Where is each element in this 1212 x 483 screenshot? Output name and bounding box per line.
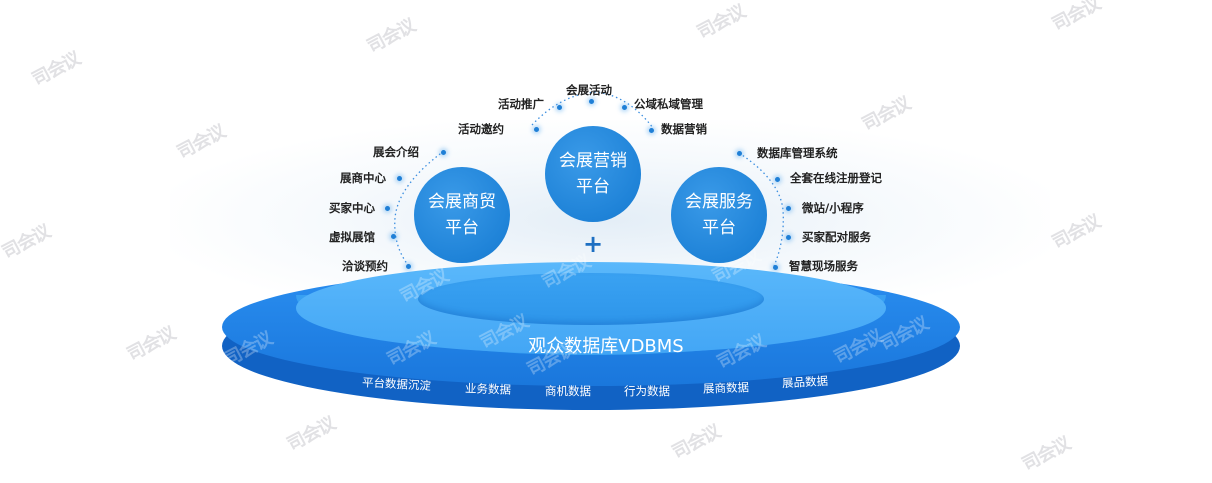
plus-icon: + <box>583 230 604 258</box>
inner-disk <box>418 273 764 325</box>
trade-item-label: 买家中心 <box>329 201 375 215</box>
bullet-dot <box>786 206 791 211</box>
bullet-dot <box>385 206 390 211</box>
trade-platform-subtitle: 平台 <box>445 218 479 238</box>
marketing-item-label: 数据营销 <box>661 122 707 136</box>
service-platform-circle: 会展服务 平台 <box>671 167 767 263</box>
marketing-platform-title: 会展营销 <box>559 151 627 171</box>
marketing-platform-subtitle: 平台 <box>576 177 610 197</box>
bullet-dot <box>775 177 780 182</box>
trade-item-label: 虚拟展馆 <box>329 230 375 244</box>
bullet-dot <box>397 176 402 181</box>
bullet-dot <box>622 105 627 110</box>
bullet-dot <box>557 105 562 110</box>
bullet-dot <box>786 235 791 240</box>
service-item-label: 全套在线注册登记 <box>790 171 882 185</box>
service-platform-subtitle: 平台 <box>702 218 736 238</box>
bullet-dot <box>441 150 446 155</box>
bullet-dot <box>649 128 654 133</box>
database-item: 行为数据 <box>624 384 670 398</box>
service-item-label: 微站/小程序 <box>802 201 864 215</box>
bullet-dot <box>737 151 742 156</box>
trade-item-label: 洽谈预约 <box>342 259 388 273</box>
database-item: 商机数据 <box>545 384 591 398</box>
service-item-label: 数据库管理系统 <box>757 146 838 160</box>
bullet-dot <box>534 127 539 132</box>
service-platform-title: 会展服务 <box>685 192 753 212</box>
bullet-dot <box>406 264 411 269</box>
trade-item-label: 展商中心 <box>340 171 386 185</box>
marketing-item-label: 活动邀约 <box>458 122 504 136</box>
marketing-item-label: 公域私域管理 <box>634 97 703 111</box>
bullet-dot <box>391 234 396 239</box>
marketing-item-label: 会展活动 <box>566 83 612 97</box>
service-item-label: 买家配对服务 <box>802 230 871 244</box>
marketing-platform-circle: 会展营销 平台 <box>545 126 641 222</box>
marketing-item-label: 活动推广 <box>498 97 544 111</box>
trade-platform-title: 会展商贸 <box>428 192 496 212</box>
database-title: 观众数据库VDBMS <box>528 336 684 357</box>
trade-platform-circle: 会展商贸 平台 <box>414 167 510 263</box>
trade-item-label: 展会介绍 <box>373 145 419 159</box>
bullet-dot <box>773 265 778 270</box>
service-item-label: 智慧现场服务 <box>789 259 858 273</box>
bullet-dot <box>589 99 594 104</box>
